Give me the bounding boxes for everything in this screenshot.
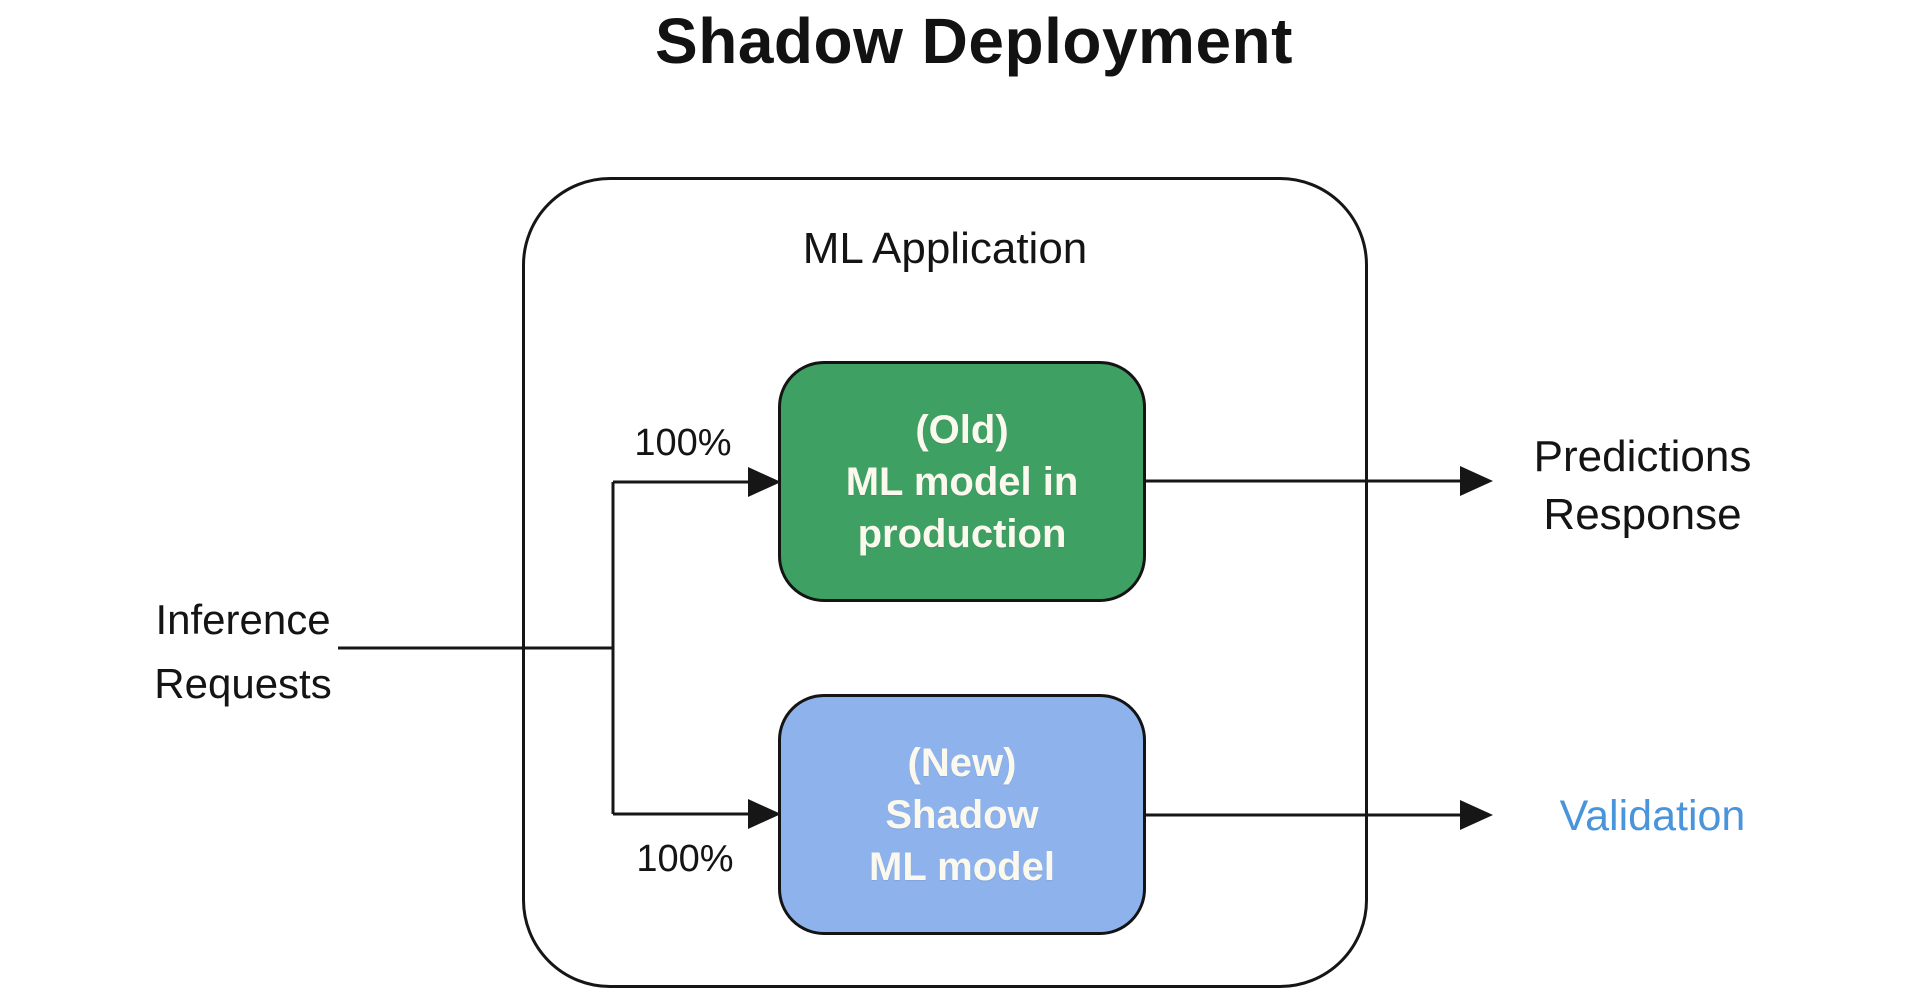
old-model-line-3: production [857,511,1067,556]
new-model-line-1: (New) [907,740,1017,785]
inference-requests-label: Inference Requests [128,588,358,716]
traffic-label-top: 100% [634,422,732,464]
predictions-response-line-2: Response [1543,490,1742,539]
ml-application-container [522,177,1368,988]
page-title: Shadow Deployment [655,5,1293,77]
inference-requests-line-2: Requests [154,660,332,707]
predictions-response-label: Predictions Response [1495,428,1790,544]
old-model-line-1: (Old) [915,407,1009,452]
inference-requests-line-1: Inference [155,596,331,643]
new-model-node: (New) Shadow ML model [778,694,1146,935]
ml-application-label: ML Application [802,224,1088,273]
predictions-arrowhead-icon [1460,466,1493,496]
validation-arrowhead-icon [1460,800,1493,830]
old-model-node: (Old) ML model in production [778,361,1146,602]
validation-label: Validation [1559,792,1746,840]
predictions-response-line-1: Predictions [1533,432,1752,481]
new-model-line-3: ML model [869,844,1055,889]
traffic-label-bottom: 100% [636,838,734,880]
new-model-line-2: Shadow [885,792,1039,837]
old-model-line-2: ML model in [845,459,1079,504]
